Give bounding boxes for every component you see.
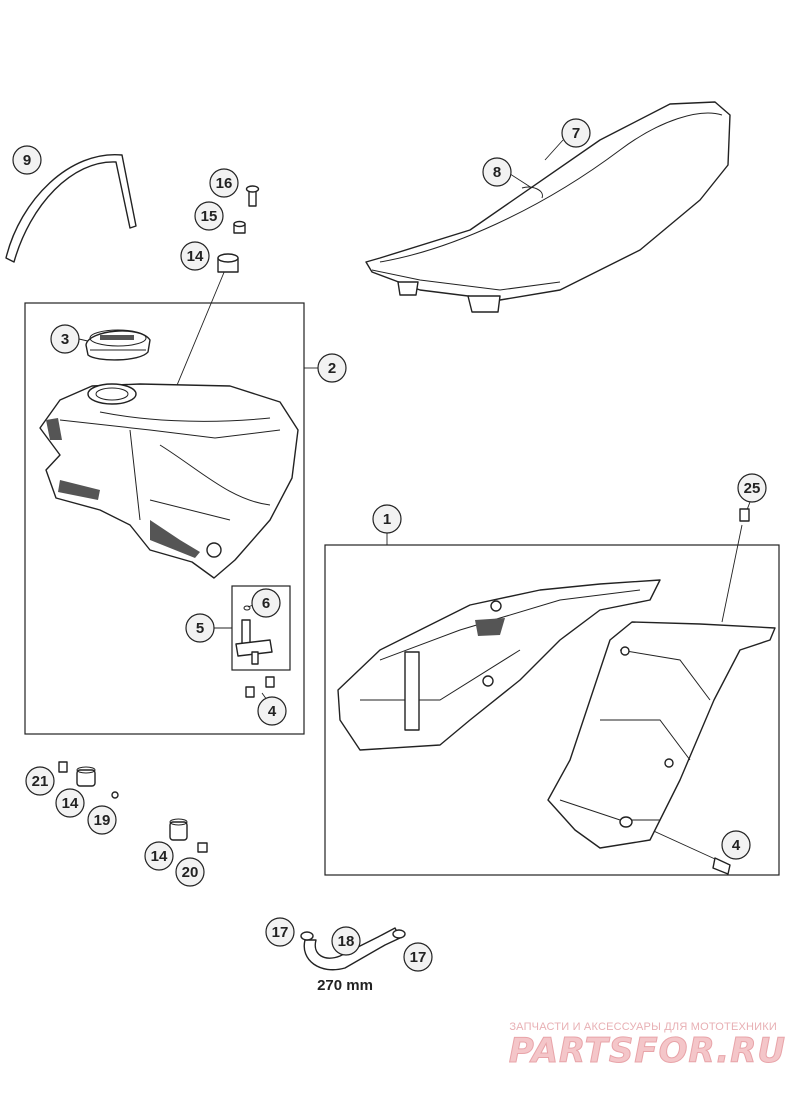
callout-21: 21	[25, 766, 55, 796]
callout-label: 16	[216, 175, 233, 192]
fuel-tap	[235, 605, 273, 665]
callout-label: 3	[61, 331, 69, 348]
spoiler-top-screw	[739, 508, 750, 522]
callout-label: 9	[23, 152, 31, 169]
tank-assembly-frame	[24, 302, 305, 735]
left-spoiler	[337, 579, 661, 751]
callout-label: 4	[268, 703, 277, 720]
callout-16: 16	[209, 168, 239, 198]
callout-8: 8	[482, 157, 512, 187]
callout-label: 14	[62, 795, 79, 812]
callout-17-left: 17	[265, 917, 295, 947]
callout-14-collar: 14	[55, 788, 85, 818]
callout-label: 21	[32, 773, 49, 790]
watermark-tagline: ЗАПЧАСТИ И АКСЕССУАРЫ ДЛЯ МОТОТЕХНИКИ	[509, 1021, 777, 1033]
rubber-bushing-set	[169, 818, 208, 853]
tank-screws	[245, 676, 275, 698]
callout-14-tank: 14	[180, 241, 210, 271]
callout-label: 14	[187, 248, 204, 265]
callout-6: 6	[251, 588, 281, 618]
callout-label: 14	[151, 848, 168, 865]
hose-length-label: 270 mm	[317, 977, 373, 994]
seat	[365, 101, 731, 313]
spoiler-screw	[712, 857, 731, 875]
callout-label: 7	[572, 125, 580, 142]
callout-20: 20	[175, 857, 205, 887]
fuel-tank	[39, 383, 299, 579]
callout-15: 15	[194, 201, 224, 231]
callout-label: 17	[272, 924, 289, 941]
callout-label: 15	[201, 208, 218, 225]
fuel-line-hose	[5, 154, 137, 263]
collar-bolt-set	[58, 761, 119, 799]
spoiler-assembly-frame	[324, 544, 780, 876]
right-spoiler	[547, 621, 776, 849]
callout-2: 2	[317, 353, 347, 383]
callout-label: 20	[182, 864, 199, 881]
callout-14-bushing: 14	[144, 841, 174, 871]
callout-5: 5	[185, 613, 215, 643]
callout-label: 6	[262, 595, 270, 612]
callout-label: 8	[493, 164, 501, 181]
callout-25: 25	[737, 473, 767, 503]
tank-cap	[85, 329, 151, 361]
callout-7: 7	[561, 118, 591, 148]
callout-4-tank: 4	[257, 696, 287, 726]
callout-9: 9	[12, 145, 42, 175]
callout-label: 2	[328, 360, 336, 377]
callout-label: 5	[196, 620, 204, 637]
callout-17-right: 17	[403, 942, 433, 972]
fuel-hose-with-clamps	[300, 927, 406, 971]
tank-mount-hardware	[217, 185, 260, 273]
callout-19: 19	[87, 805, 117, 835]
callout-18: 18	[331, 926, 361, 956]
watermark-brand: PARTSFOR.RU	[509, 1031, 786, 1071]
callout-label: 19	[94, 812, 111, 829]
callout-1: 1	[372, 504, 402, 534]
callout-label: 18	[338, 933, 355, 950]
callout-label: 17	[410, 949, 427, 966]
callout-label: 25	[744, 480, 761, 497]
callout-3: 3	[50, 324, 80, 354]
callout-label: 1	[383, 511, 391, 528]
callout-label: 4	[732, 837, 741, 854]
callout-4-spoiler: 4	[721, 830, 751, 860]
